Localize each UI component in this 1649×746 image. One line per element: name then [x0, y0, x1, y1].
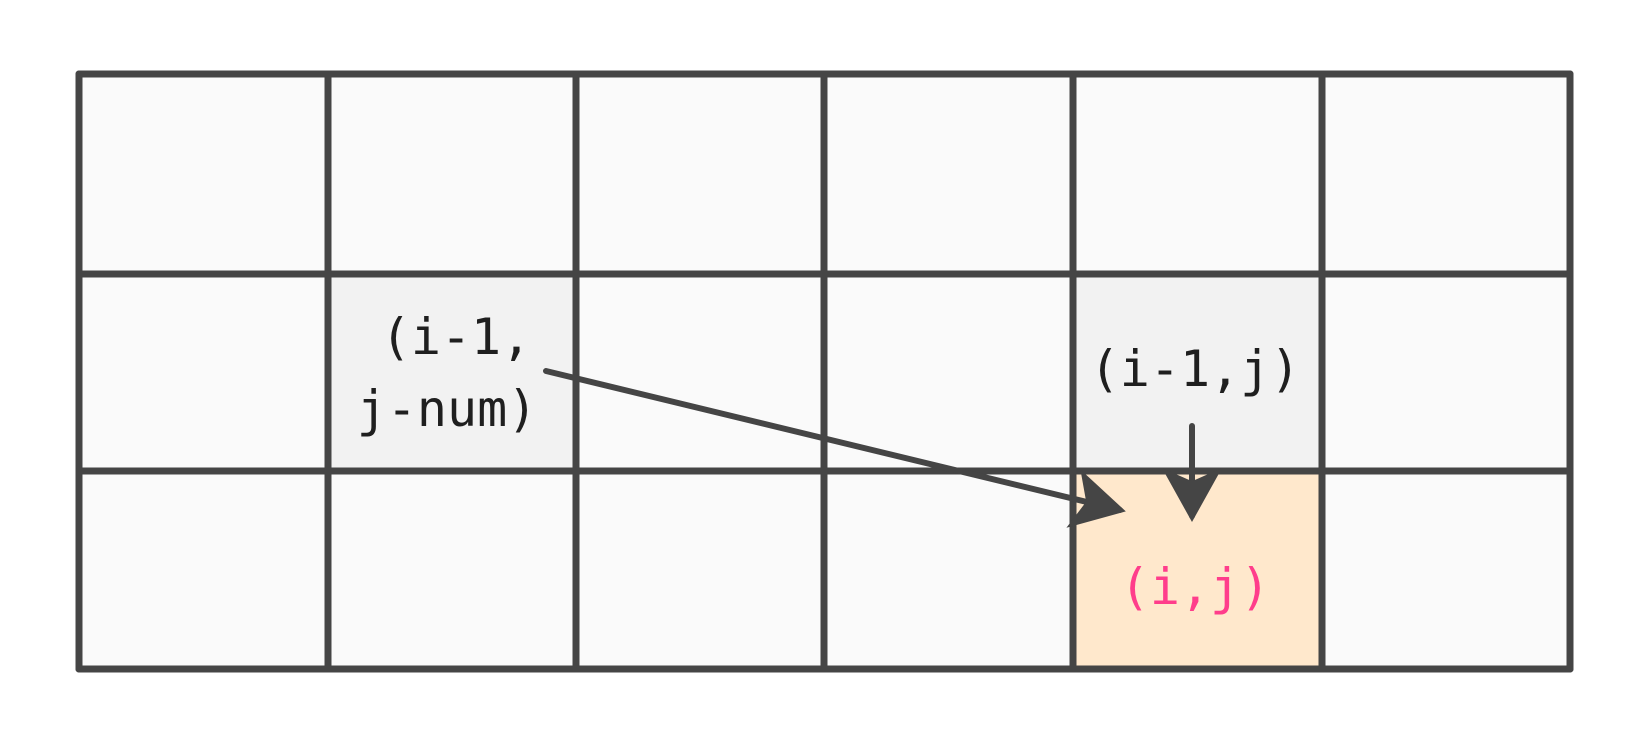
- cell-2-3: [824, 471, 1073, 669]
- grid-lines: [75, 70, 1574, 673]
- cell-0-0: [79, 74, 328, 274]
- cell-1-4: [1073, 274, 1322, 471]
- cell-0-2: [576, 74, 824, 274]
- label-cell-1-4: (i-1,j): [1090, 340, 1301, 398]
- cell-labels: (i-1, j-num) (i-1,j) (i,j): [357, 308, 1301, 616]
- cell-1-1: [328, 274, 576, 471]
- label-cell-1-1-line-2: j-num): [357, 380, 538, 438]
- diagonal-transition-arrow: [543, 368, 1126, 528]
- cell-2-5: [1322, 471, 1570, 669]
- cell-1-2: [576, 274, 824, 471]
- cell-0-1: [328, 74, 576, 274]
- cell-2-0: [79, 471, 328, 669]
- label-cell-1-1-line-1: (i-1,: [381, 308, 532, 366]
- cell-1-0: [79, 274, 328, 471]
- cell-1-3: [824, 274, 1073, 471]
- cell-0-3: [824, 74, 1073, 274]
- cell-1-5: [1322, 274, 1570, 471]
- cell-2-2: [576, 471, 824, 669]
- cell-2-1: [328, 471, 576, 669]
- cell-0-5: [1322, 74, 1570, 274]
- grid-cells: [79, 74, 1570, 669]
- label-cell-2-4: (i,j): [1120, 558, 1271, 616]
- transition-arrows: [543, 368, 1222, 528]
- cell-0-4: [1073, 74, 1322, 274]
